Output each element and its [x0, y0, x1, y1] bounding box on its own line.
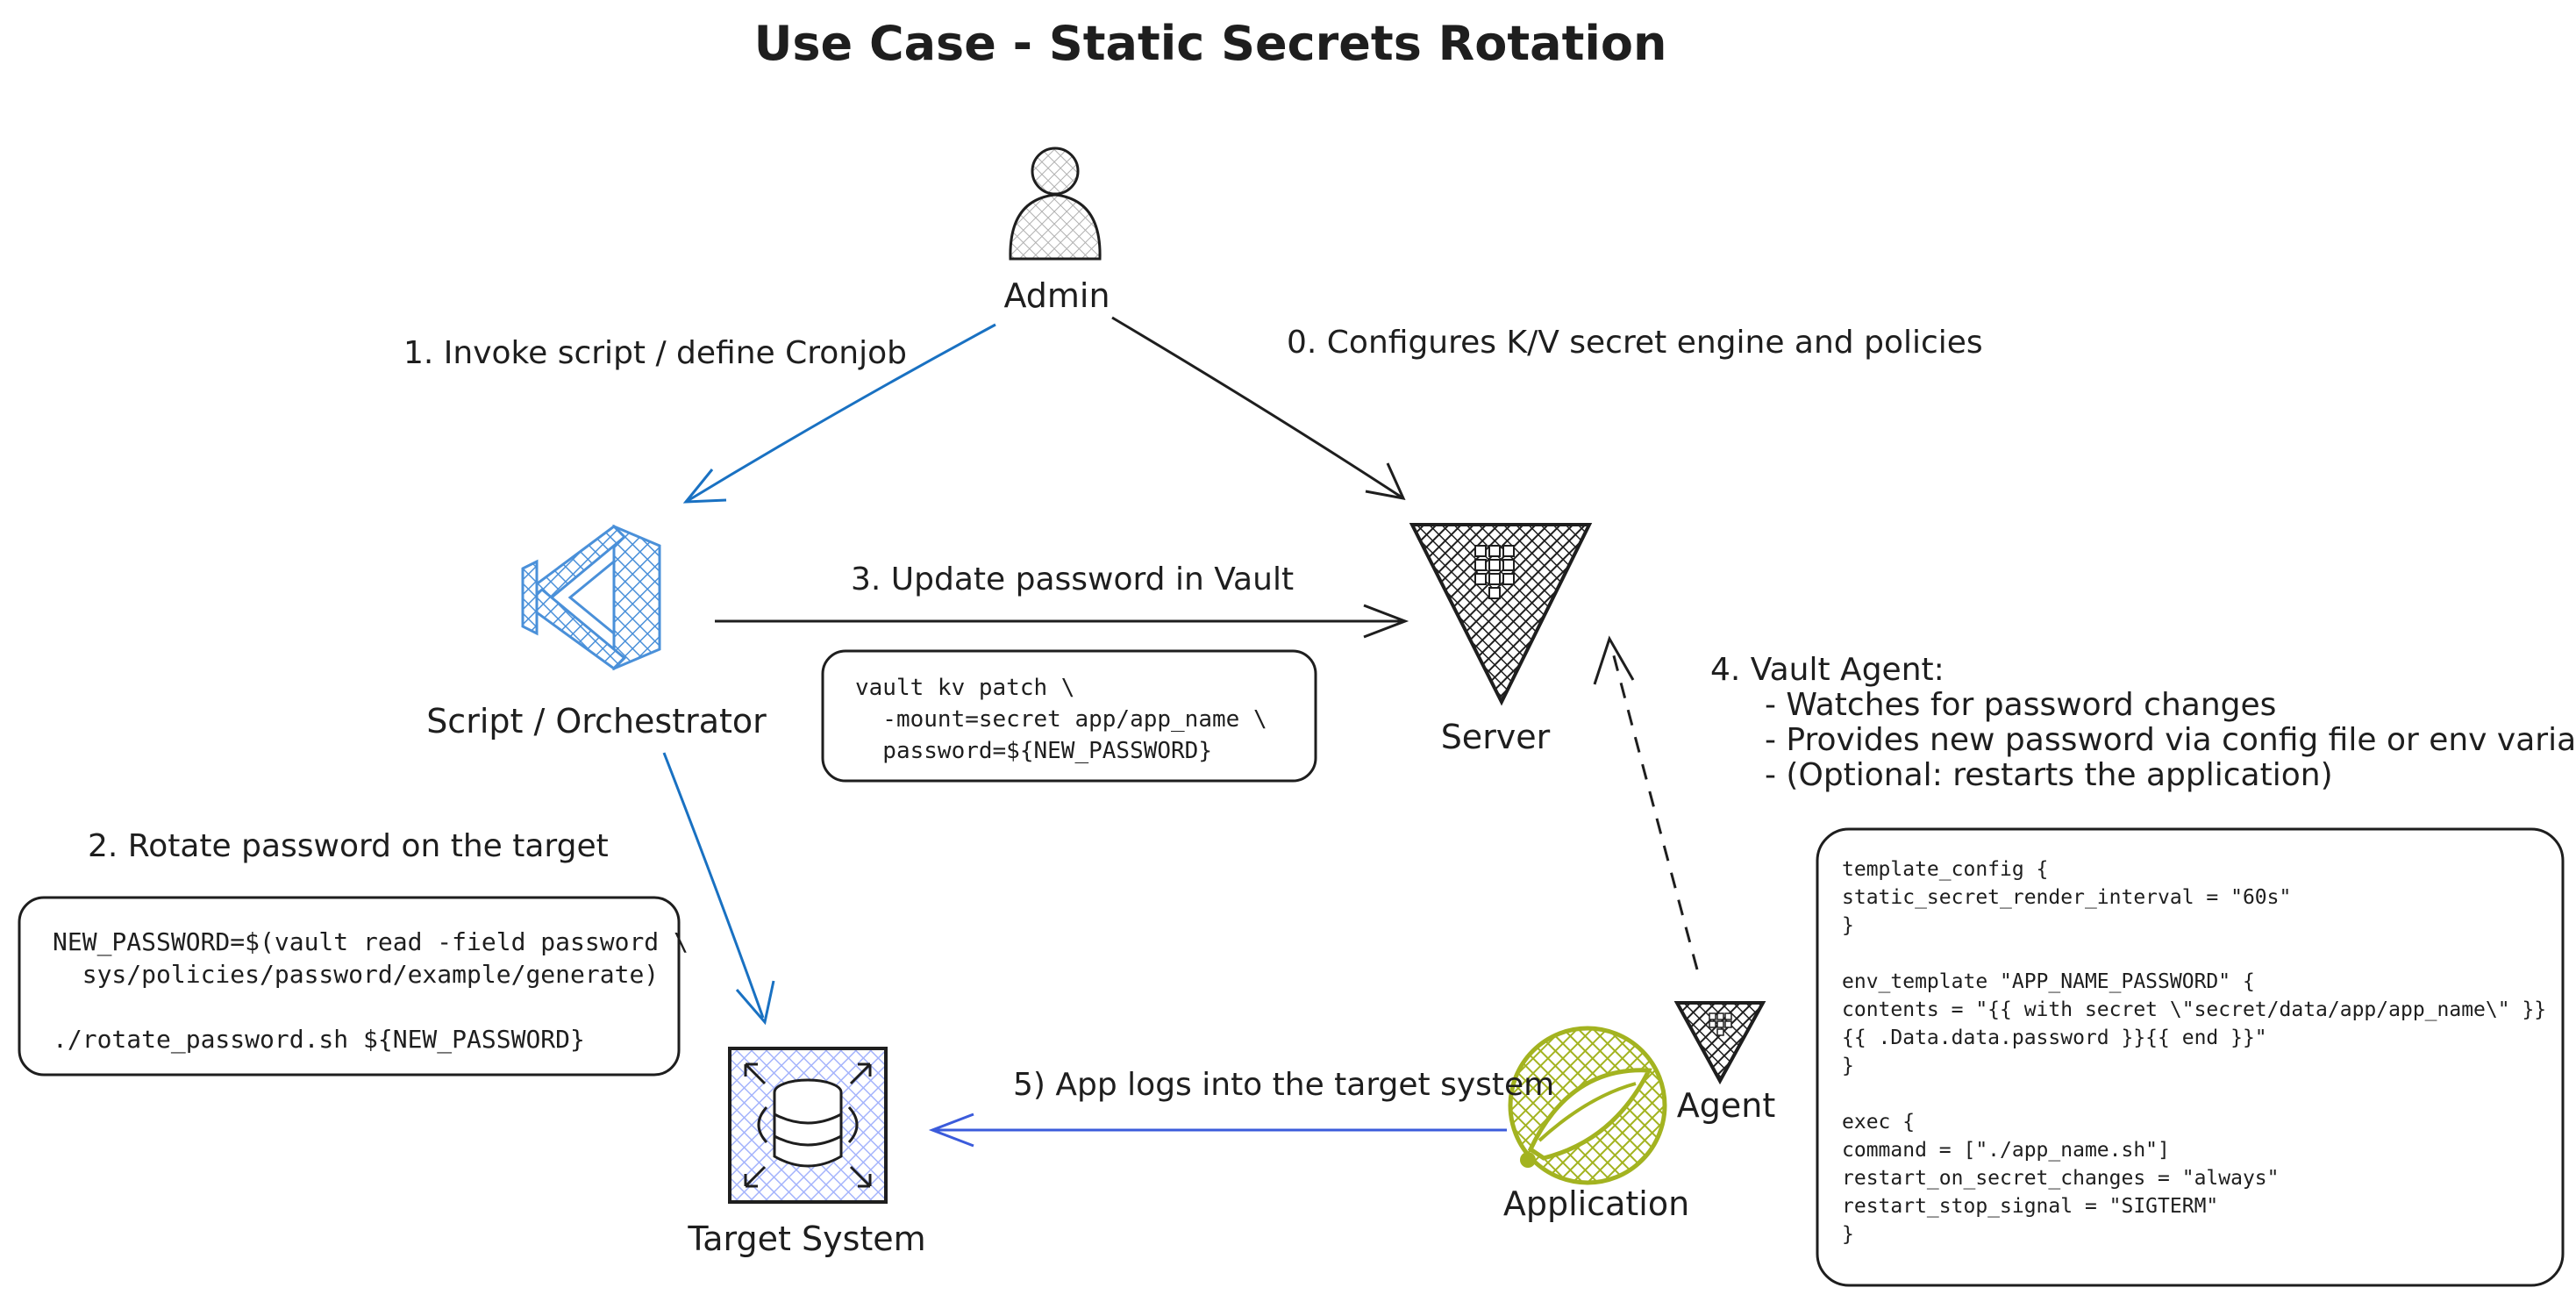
admin-label: Admin	[1003, 276, 1110, 315]
configure-label: 0. Configures K/V secret engine and poli…	[1287, 325, 1983, 361]
vault-patch-box: vault kv patch \ -mount=secret app/app_n…	[821, 649, 1317, 783]
invoke-label: 1. Invoke script / define Cronjob	[403, 335, 907, 371]
code-line: -mount=secret app/app_name \	[855, 706, 1267, 733]
code-line: sys/policies/password/example/generate)	[53, 960, 659, 989]
server-node: Server	[1409, 523, 1593, 756]
code-line: }	[1842, 1055, 1854, 1077]
edge-login	[928, 1112, 1507, 1148]
edge-agent	[1593, 635, 1699, 970]
vault-grid	[1474, 545, 1515, 599]
target-label: Target System	[687, 1220, 925, 1258]
code-line: vault kv patch \	[855, 675, 1074, 701]
agent-node: Agent	[1673, 1001, 1775, 1125]
edge-configure	[1111, 316, 1406, 500]
server-label: Server	[1441, 718, 1551, 756]
code-line: password=${NEW_PASSWORD}	[855, 738, 1212, 764]
edge-rotate	[662, 752, 775, 1026]
diagram-title: Use Case - Static Secrets Rotation	[754, 16, 1667, 71]
agent-title-label: 4. Vault Agent:	[1710, 652, 1944, 688]
code-line: }	[1842, 1223, 1854, 1246]
spring-icon	[1508, 1026, 1667, 1185]
application-node: Application	[1503, 1026, 1689, 1223]
application-label: Application	[1503, 1184, 1689, 1223]
code-line: NEW_PASSWORD=$(vault read -field passwor…	[53, 927, 689, 957]
code-line: template_config {	[1842, 858, 2048, 881]
agent-bullet: - (Optional: restarts the application)	[1765, 757, 2333, 793]
code-line: exec {	[1842, 1111, 1915, 1134]
code-line: restart_on_secret_changes = "always"	[1842, 1167, 2280, 1190]
rotate-label: 2. Rotate password on the target	[88, 828, 609, 864]
script-node: Script / Orchestrator	[426, 524, 767, 740]
target-node: Target System	[687, 1047, 926, 1258]
code-line: contents = "{{ with secret \"secret/data…	[1842, 998, 2546, 1021]
code-line: ./rotate_password.sh ${NEW_PASSWORD}	[53, 1025, 585, 1055]
agent-label: Agent	[1677, 1086, 1775, 1125]
code-line: env_template "APP_NAME_PASSWORD" {	[1842, 970, 2255, 993]
agent-bullet: - Watches for password changes	[1765, 687, 2276, 723]
script-label: Script / Orchestrator	[426, 702, 767, 740]
admin-node: Admin	[1003, 147, 1110, 315]
login-label: 5) App logs into the target system	[1013, 1067, 1554, 1103]
rotate-code-box: NEW_PASSWORD=$(vault read -field passwor…	[18, 896, 689, 1077]
code-line: {{ .Data.data.password }}{{ end }}"	[1842, 1027, 2267, 1049]
agent-vault-icon	[1673, 1001, 1766, 1085]
code-line: restart_stop_signal = "SIGTERM"	[1842, 1195, 2218, 1218]
person-icon	[1009, 147, 1102, 261]
code-line: }	[1842, 914, 1854, 937]
update-label: 3. Update password in Vault	[851, 562, 1294, 597]
edge-update	[715, 604, 1409, 639]
database-icon	[728, 1047, 888, 1204]
edge-invoke	[682, 323, 996, 504]
vscode-icon	[521, 524, 661, 671]
code-line: static_secret_render_interval = "60s"	[1842, 886, 2291, 909]
code-line: command = ["./app_name.sh"]	[1842, 1139, 2170, 1162]
agent-config-box: template_config { static_secret_render_i…	[1816, 827, 2565, 1287]
agent-bullet: - Provides new password via config file …	[1765, 722, 2576, 758]
vault-icon	[1409, 523, 1593, 706]
